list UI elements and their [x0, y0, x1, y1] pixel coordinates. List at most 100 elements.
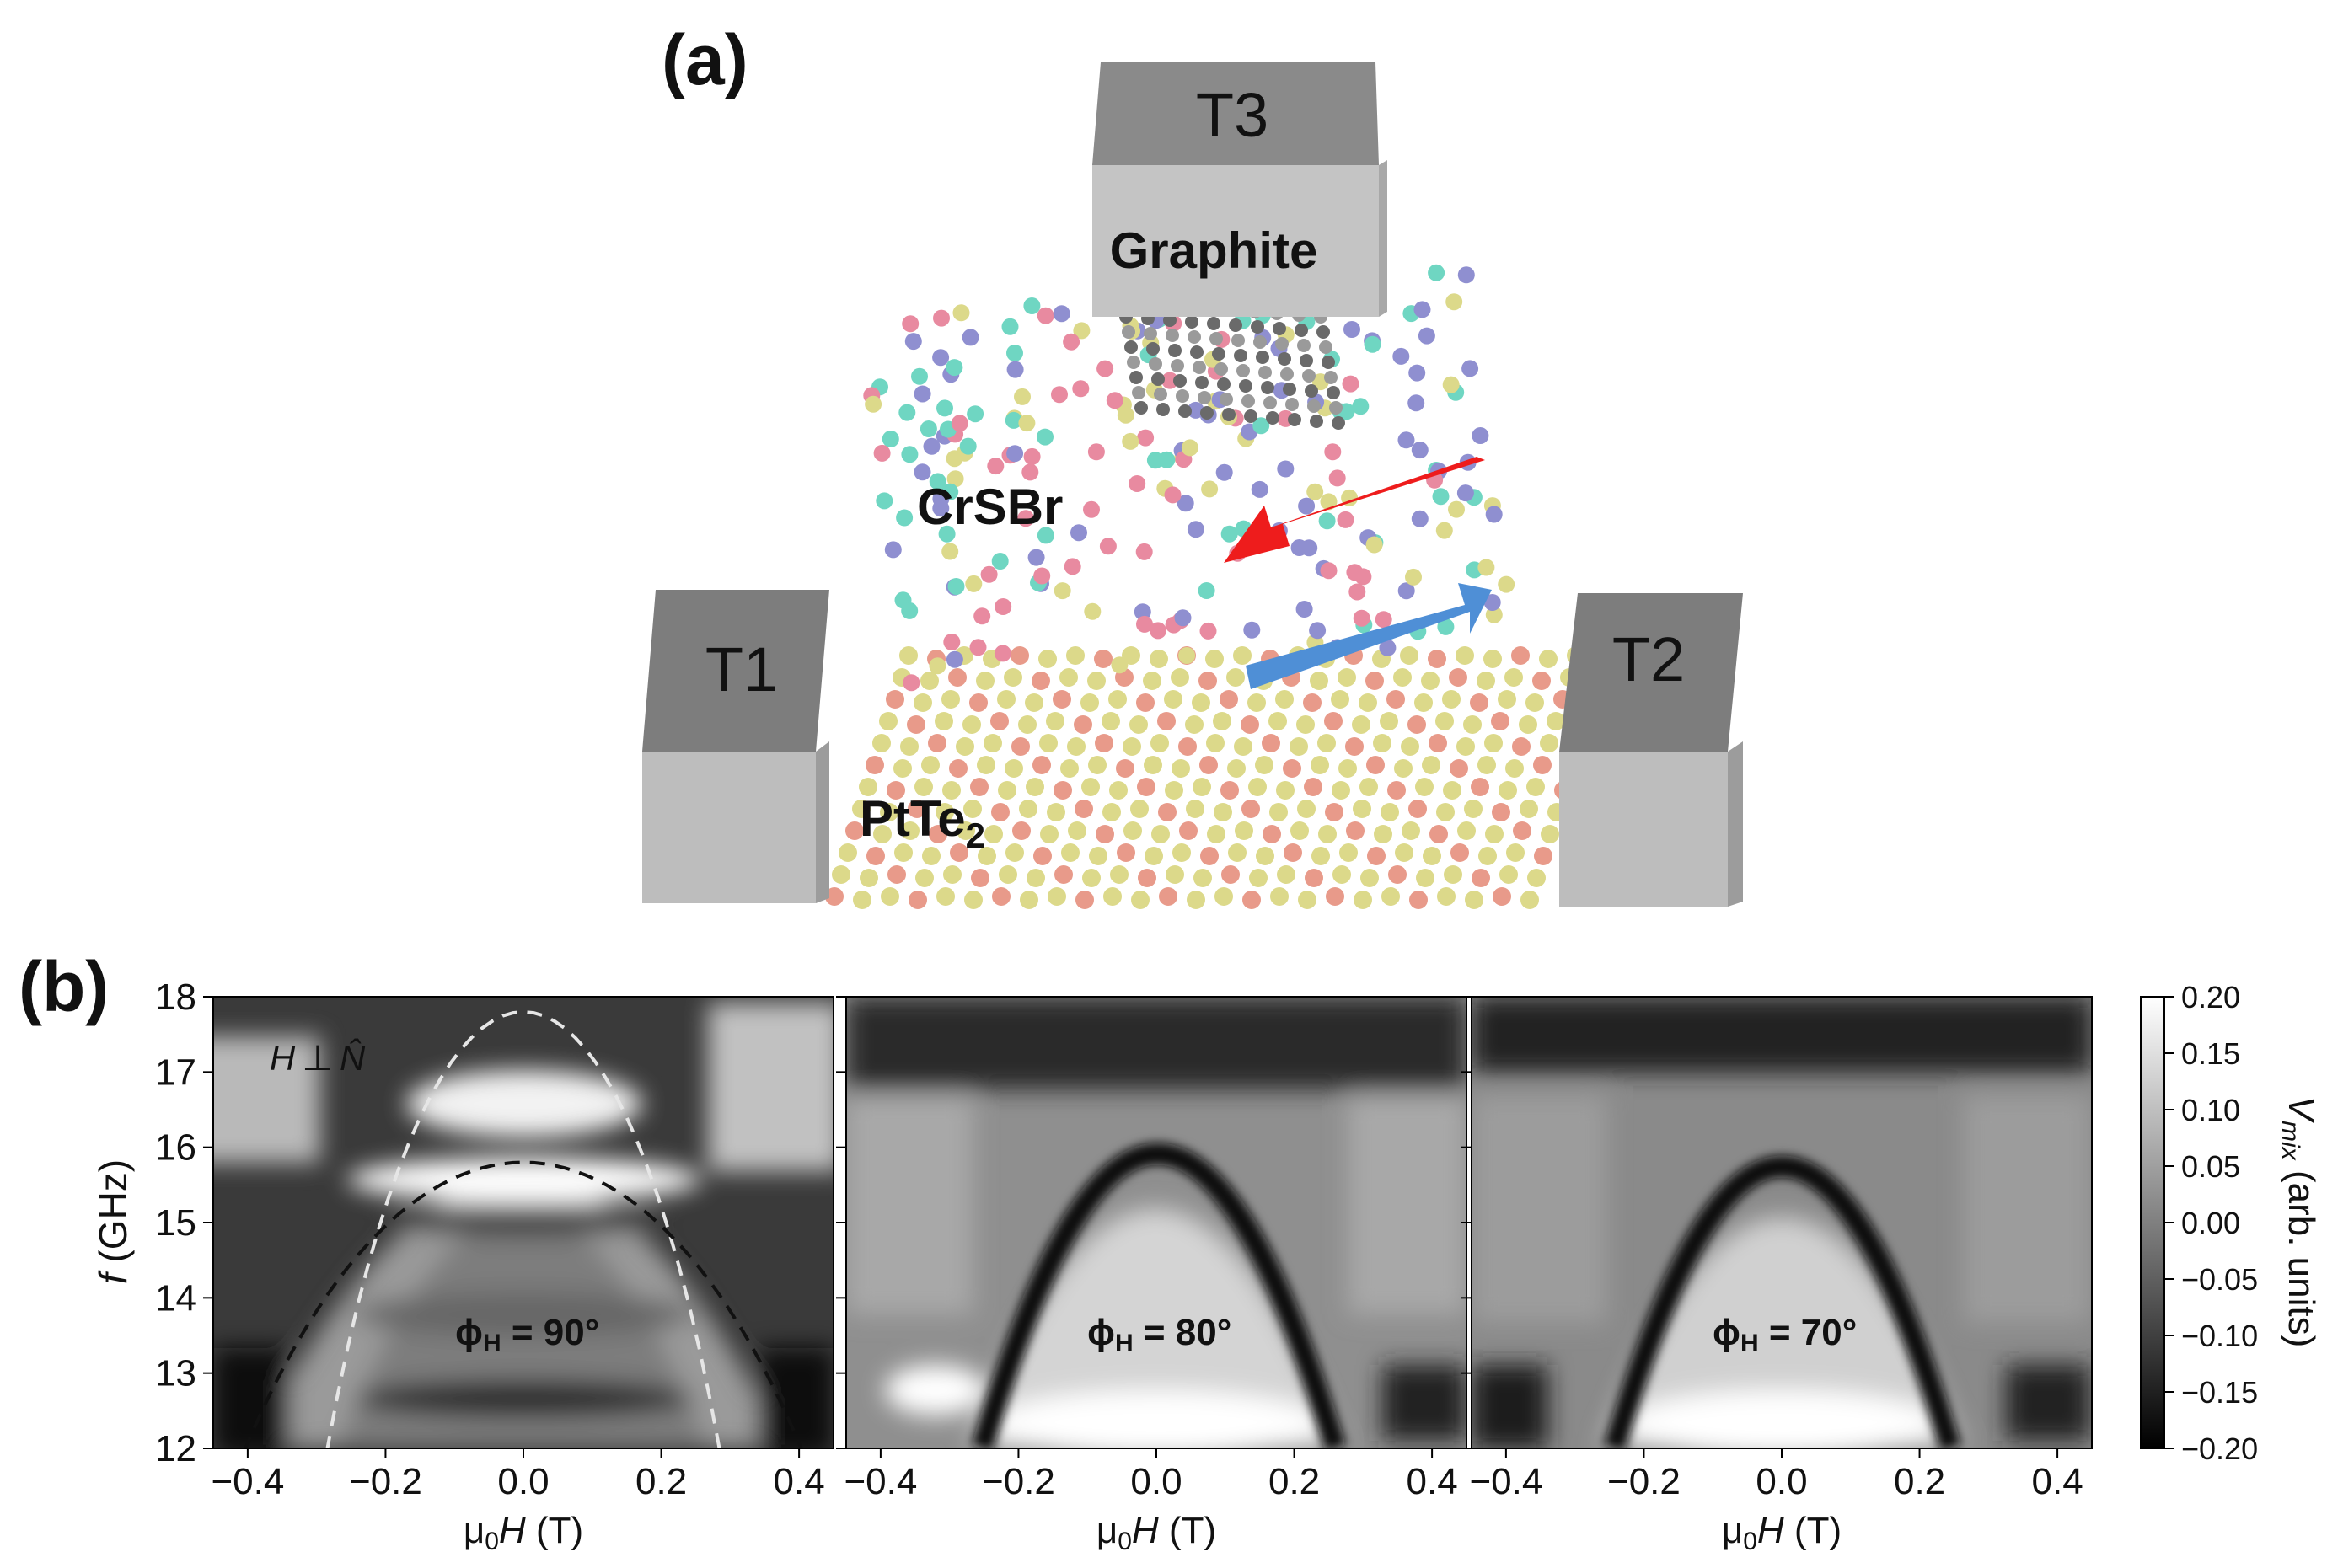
crsbr-atom	[1418, 327, 1435, 345]
crsbr-atom	[1290, 539, 1308, 556]
ptte2-atom	[1444, 865, 1462, 884]
graphite-atom	[1212, 347, 1225, 361]
crsbr-atom	[1432, 488, 1450, 506]
crsbr-atom	[1364, 335, 1381, 353]
ptte2-atom	[1026, 778, 1044, 796]
ptte2-atom	[1534, 847, 1552, 865]
graphite-atom	[1258, 366, 1272, 379]
ptte2-atom	[1402, 821, 1420, 840]
ptte2-atom	[970, 778, 989, 796]
crsbr-atom	[914, 463, 931, 481]
x-axis-label: μ0H (T)	[464, 1510, 583, 1555]
graphite-atom	[1198, 391, 1211, 404]
angle-label-80: ϕH = 80°	[1087, 1312, 1231, 1357]
crsbr-atom	[962, 329, 979, 346]
crsbr-atom	[1073, 322, 1091, 340]
crsbr-atom	[1023, 297, 1041, 314]
x-axis-label-part: 0	[1118, 1528, 1132, 1555]
x-tick-label: 0.2	[635, 1461, 687, 1502]
crsbr-atom	[941, 543, 959, 560]
graphite-atom	[1178, 404, 1192, 418]
ptte2-atom	[1547, 712, 1565, 730]
ptte2-atom	[1506, 843, 1525, 862]
crsbr-atom	[1201, 480, 1219, 498]
ptte2-atom	[1256, 847, 1274, 865]
ptte2-atom	[1540, 734, 1558, 752]
crsbr-label: CrSBr	[917, 479, 1063, 535]
ptte2-atom	[1226, 668, 1245, 687]
crsbr-atom	[1354, 568, 1372, 586]
ptte2-atom	[978, 847, 996, 865]
ptte2-atom	[909, 891, 927, 909]
ptte2-atom	[1435, 712, 1454, 730]
ptte2-atom	[1532, 672, 1551, 690]
ptte2-atom	[1214, 803, 1232, 821]
x-tick-label: 0.2	[1894, 1461, 1945, 1502]
x-tick-label: −0.4	[211, 1461, 284, 1502]
panel-b-label: (b)	[19, 947, 109, 1026]
ptte2-atom	[962, 715, 981, 734]
angle-value-80: = 80°	[1134, 1312, 1232, 1353]
crsbr-atom	[1137, 429, 1155, 447]
ptte2-atom	[1102, 712, 1120, 730]
red-arrow	[1224, 457, 1485, 563]
x-tick-label: 0.0	[1130, 1461, 1182, 1502]
ptte2-atom	[1415, 778, 1434, 796]
ptte2-atom	[1498, 690, 1516, 709]
crsbr-atom	[995, 598, 1012, 615]
ptte2-atom	[990, 712, 1009, 730]
ptte2-atom	[1416, 869, 1434, 887]
ptte2-atom	[1276, 781, 1295, 800]
resonance-branch-80	[971, 1143, 1347, 1448]
ptte2-atom	[1082, 869, 1101, 887]
ptte2-atom	[1393, 668, 1412, 687]
ptte2-atom	[1429, 734, 1447, 752]
ptte2-atom	[1381, 803, 1399, 821]
ptte2-atom	[1409, 891, 1428, 909]
crsbr-atom	[1408, 364, 1426, 382]
ptte2-atom	[1491, 712, 1509, 730]
ptte2-atom	[1354, 891, 1372, 909]
ptte2-atom	[1478, 847, 1497, 865]
crsbr-lattice	[863, 264, 1515, 692]
crsbr-atom	[1342, 375, 1359, 393]
crsbr-atom	[1070, 524, 1087, 542]
ptte2-atom	[1513, 821, 1531, 840]
ptte2-atom	[1422, 756, 1440, 774]
ptte2-atom	[936, 803, 954, 821]
ptte2-atom	[860, 869, 878, 887]
ptte2-lattice	[825, 646, 1593, 909]
ptte2-atom	[1525, 693, 1544, 712]
ptte2-atom	[935, 712, 953, 730]
crsbr-atom	[1164, 486, 1182, 504]
ptte2-atom	[1020, 891, 1038, 909]
crsbr-atom	[865, 395, 882, 413]
ptte2-atom	[853, 891, 871, 909]
crsbr-atom	[991, 553, 1009, 570]
colorbar-label-sub: mix	[2276, 1121, 2304, 1161]
graphite-atom	[1241, 394, 1255, 408]
ptte2-atom	[900, 737, 919, 756]
angle-sub-80: H	[1115, 1330, 1134, 1357]
ptte2-atom	[1145, 847, 1163, 865]
crsbr-atom	[902, 315, 920, 333]
crsbr-atom	[1021, 463, 1039, 481]
crsbr-atom	[929, 657, 946, 675]
ptte2-atom	[1539, 650, 1558, 668]
ptte2-atom	[1421, 672, 1440, 690]
ptte2-atom	[1484, 734, 1503, 752]
crsbr-atom	[1051, 386, 1068, 404]
crsbr-atom	[1017, 510, 1035, 527]
ptte2-atom	[1220, 781, 1239, 800]
crsbr-atom	[1014, 388, 1031, 405]
ptte2-atom	[1198, 672, 1217, 690]
ptte2-atom	[1116, 759, 1134, 778]
crsbr-atom	[1135, 543, 1153, 560]
graphite-atom	[1253, 335, 1267, 349]
ptte2-atom	[956, 737, 974, 756]
y-tick-label: 12	[155, 1428, 196, 1469]
ptte2-label: PtTe2	[860, 790, 985, 855]
ptte2-atom	[1456, 646, 1474, 665]
crsbr-atom	[1037, 527, 1054, 544]
graphite-atom	[1207, 317, 1220, 330]
